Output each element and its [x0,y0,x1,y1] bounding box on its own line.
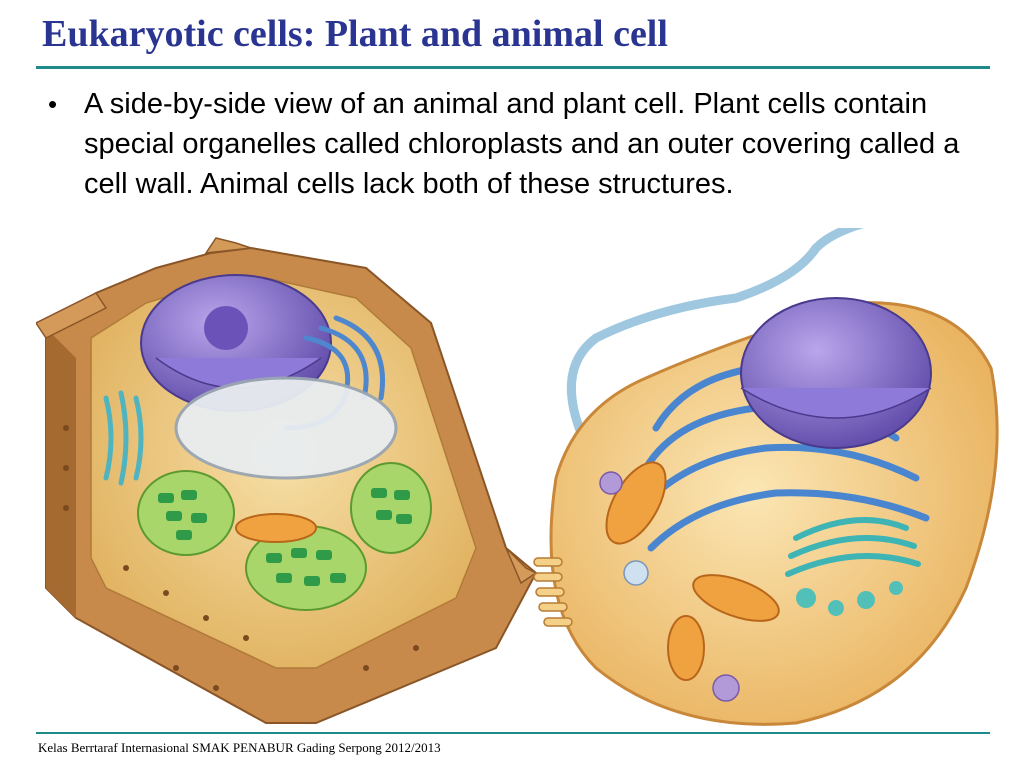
title-underline [36,66,990,69]
footer-text: Kelas Berrtaraf Internasional SMAK PENAB… [38,740,441,755]
vesicles [796,581,903,616]
chloroplast [245,525,367,611]
plant-cell [36,237,538,724]
microvilli [533,557,573,627]
peroxisome [623,560,649,586]
flagellum [566,228,865,438]
chloroplast [350,462,432,554]
bullet-item: • A side-by-side view of an animal and p… [48,84,978,204]
chloroplast [137,470,235,556]
plant-mitochondrion [235,513,317,543]
cell-illustration [36,228,999,726]
bullet-text: A side-by-side view of an animal and pla… [84,88,960,200]
animal-cell [533,228,999,726]
animal-mitochondrion [605,461,780,681]
animal-nucleus [740,297,932,449]
slide-title: Eukaryotic cells: Plant and animal cell [42,13,668,55]
bullet-icon: • [48,89,58,119]
lysosome [599,471,740,702]
central-vacuole [174,376,398,480]
footer-rule [36,732,990,734]
plant-golgi [103,390,144,486]
animal-golgi [785,517,921,577]
